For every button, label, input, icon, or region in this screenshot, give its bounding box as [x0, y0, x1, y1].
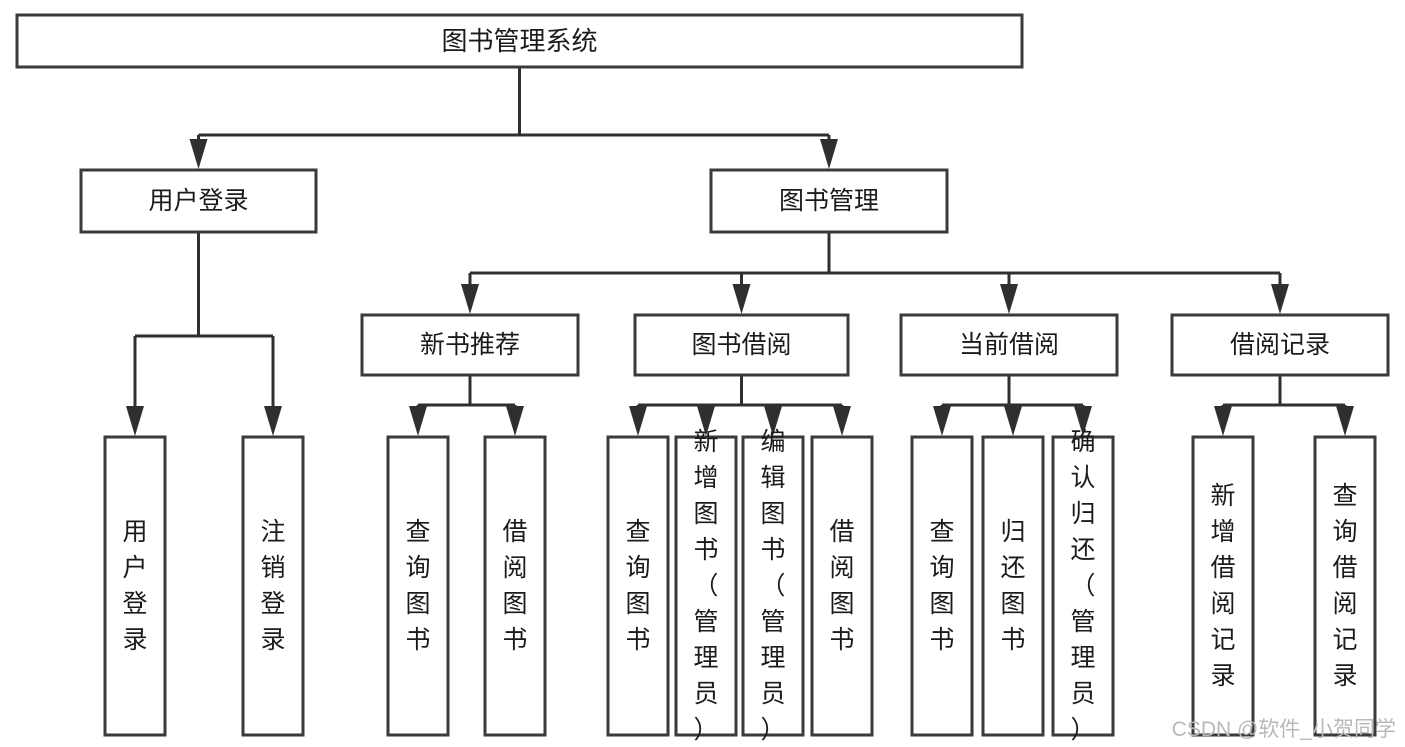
node-borrow-record[interactable]: 借阅记录: [1170, 313, 1390, 377]
node-user-login[interactable]: 用户登录: [79, 168, 318, 234]
node-layer: 图书管理系统用户登录图书管理新书推荐图书借阅当前借阅借阅记录用户登录注销登录查询…: [15, 13, 1390, 744]
node-label-leaf-add-borrow-record: 新增借阅记录: [1210, 482, 1235, 690]
node-box-leaf-borrow-book-recommend[interactable]: [483, 435, 547, 737]
node-leaf-borrow-book-recommend[interactable]: 借阅图书: [483, 435, 547, 737]
node-label-new-book-recommend: 新书推荐: [420, 331, 520, 359]
node-box-leaf-borrow-book[interactable]: [810, 435, 874, 737]
node-leaf-edit-book-admin[interactable]: 编辑图书（管理员）: [741, 428, 805, 744]
node-box-leaf-query-book-borrow[interactable]: [606, 435, 670, 737]
node-book-borrow[interactable]: 图书借阅: [633, 313, 850, 377]
node-leaf-logout[interactable]: 注销登录: [241, 435, 305, 737]
connector-group-user-login-to-leaves: [126, 232, 282, 436]
node-leaf-query-book-current[interactable]: 查询图书: [910, 435, 974, 737]
node-leaf-return-book[interactable]: 归还图书: [981, 435, 1045, 737]
arrow-head-icon: [697, 406, 715, 436]
node-label-leaf-borrow-book: 借阅图书: [829, 518, 854, 654]
connector-layer: [126, 67, 1354, 436]
node-box-leaf-query-book-recommend[interactable]: [386, 435, 450, 737]
node-leaf-user-login[interactable]: 用户登录: [103, 435, 167, 737]
node-label-root: 图书管理系统: [441, 26, 597, 56]
node-box-book-management[interactable]: [709, 168, 949, 234]
csdn-watermark: CSDN @软件_小贺同学: [1172, 718, 1396, 741]
node-label-leaf-edit-book-admin: 编辑图书（管理员）: [760, 428, 785, 744]
node-label-leaf-borrow-book-recommend: 借阅图书: [502, 518, 527, 654]
arrow-head-icon: [833, 406, 851, 436]
node-box-leaf-edit-book-admin[interactable]: [741, 435, 805, 737]
node-label-leaf-query-book-borrow: 查询图书: [625, 518, 650, 654]
node-label-leaf-add-book-admin: 新增图书（管理员）: [693, 428, 718, 744]
node-box-leaf-return-book[interactable]: [981, 435, 1045, 737]
arrow-head-icon: [506, 406, 524, 436]
node-current-borrow[interactable]: 当前借阅: [899, 313, 1119, 377]
connector-group-book-borrow-to-leaves: [629, 375, 851, 436]
node-leaf-query-book-borrow[interactable]: 查询图书: [606, 435, 670, 737]
node-leaf-add-book-admin[interactable]: 新增图书（管理员）: [674, 428, 738, 744]
node-label-book-borrow: 图书借阅: [691, 331, 791, 359]
arrow-head-icon: [1214, 406, 1232, 436]
connector-group-current-borrow-to-leaves: [933, 375, 1092, 436]
node-label-leaf-return-book: 归还图书: [1000, 518, 1025, 654]
arrow-head-icon: [409, 406, 427, 436]
connector-group-root-to-level2: [189, 67, 838, 169]
node-label-user-login: 用户登录: [148, 187, 248, 215]
node-leaf-query-borrow-record[interactable]: 查询借阅记录: [1313, 435, 1377, 737]
node-root[interactable]: 图书管理系统: [15, 13, 1024, 69]
node-label-leaf-confirm-return-admin: 确认归还（管理员）: [1070, 428, 1095, 744]
node-label-leaf-logout: 注销登录: [260, 518, 285, 654]
node-leaf-confirm-return-admin[interactable]: 确认归还（管理员）: [1051, 428, 1115, 744]
node-label-borrow-record: 借阅记录: [1230, 331, 1330, 359]
node-box-root[interactable]: [15, 13, 1024, 69]
node-box-leaf-add-book-admin[interactable]: [674, 435, 738, 737]
node-label-leaf-query-book-current: 查询图书: [929, 518, 954, 654]
node-box-current-borrow[interactable]: [899, 313, 1119, 377]
arrow-head-icon: [933, 406, 951, 436]
arrow-head-icon: [126, 406, 144, 436]
node-label-book-management: 图书管理: [779, 187, 879, 215]
node-box-leaf-query-borrow-record[interactable]: [1313, 435, 1377, 737]
node-box-leaf-add-borrow-record[interactable]: [1191, 435, 1255, 737]
node-box-book-borrow[interactable]: [633, 313, 850, 377]
node-box-leaf-confirm-return-admin[interactable]: [1051, 435, 1115, 737]
node-box-leaf-query-book-current[interactable]: [910, 435, 974, 737]
node-leaf-borrow-book[interactable]: 借阅图书: [810, 435, 874, 737]
arrow-head-icon: [732, 284, 751, 314]
arrow-head-icon: [189, 139, 208, 169]
arrow-head-icon: [1000, 284, 1018, 314]
connector-group-new-book-recommend-to-leaves: [409, 375, 524, 436]
arrow-head-icon: [1271, 284, 1289, 314]
arrow-head-icon: [461, 284, 479, 314]
arrow-head-icon: [1004, 406, 1022, 436]
arrow-head-icon: [1074, 406, 1092, 436]
node-label-leaf-query-book-recommend: 查询图书: [405, 518, 430, 654]
node-box-leaf-logout[interactable]: [241, 435, 305, 737]
node-box-user-login[interactable]: [79, 168, 318, 234]
node-label-leaf-user-login: 用户登录: [122, 518, 147, 654]
node-book-management[interactable]: 图书管理: [709, 168, 949, 234]
arrow-head-icon: [1336, 406, 1354, 436]
connector-group-borrow-record-to-leaves: [1214, 375, 1354, 436]
node-box-leaf-user-login[interactable]: [103, 435, 167, 737]
connector-group-book-management-to-level3: [461, 232, 1289, 314]
node-label-current-borrow: 当前借阅: [959, 331, 1059, 359]
node-new-book-recommend[interactable]: 新书推荐: [360, 313, 580, 377]
arrow-head-icon: [629, 406, 647, 436]
node-leaf-add-borrow-record[interactable]: 新增借阅记录: [1191, 435, 1255, 737]
node-box-new-book-recommend[interactable]: [360, 313, 580, 377]
arrow-head-icon: [264, 406, 282, 436]
node-box-borrow-record[interactable]: [1170, 313, 1390, 377]
arrow-head-icon: [764, 406, 782, 436]
node-leaf-query-book-recommend[interactable]: 查询图书: [386, 435, 450, 737]
node-label-leaf-query-borrow-record: 查询借阅记录: [1332, 482, 1357, 690]
arrow-head-icon: [820, 139, 838, 169]
